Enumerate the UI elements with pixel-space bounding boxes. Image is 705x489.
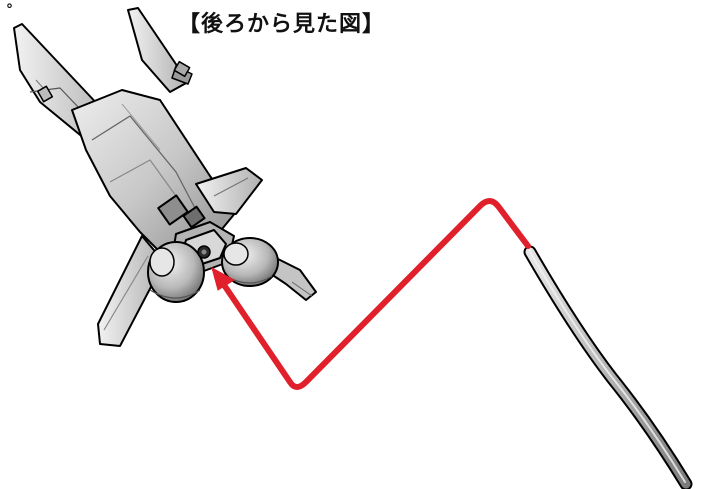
cable-arrow-icon [211,198,693,489]
right-engine-nozzle [221,237,279,287]
tail-fin [127,7,189,93]
corner-mark: ° [6,2,13,18]
arrowhead [211,266,235,291]
left-engine-nozzle [147,241,205,303]
red-wire [219,198,531,390]
figure-caption: 【後ろから見た図】 [178,12,386,37]
shuttle-model-icon [13,7,317,347]
